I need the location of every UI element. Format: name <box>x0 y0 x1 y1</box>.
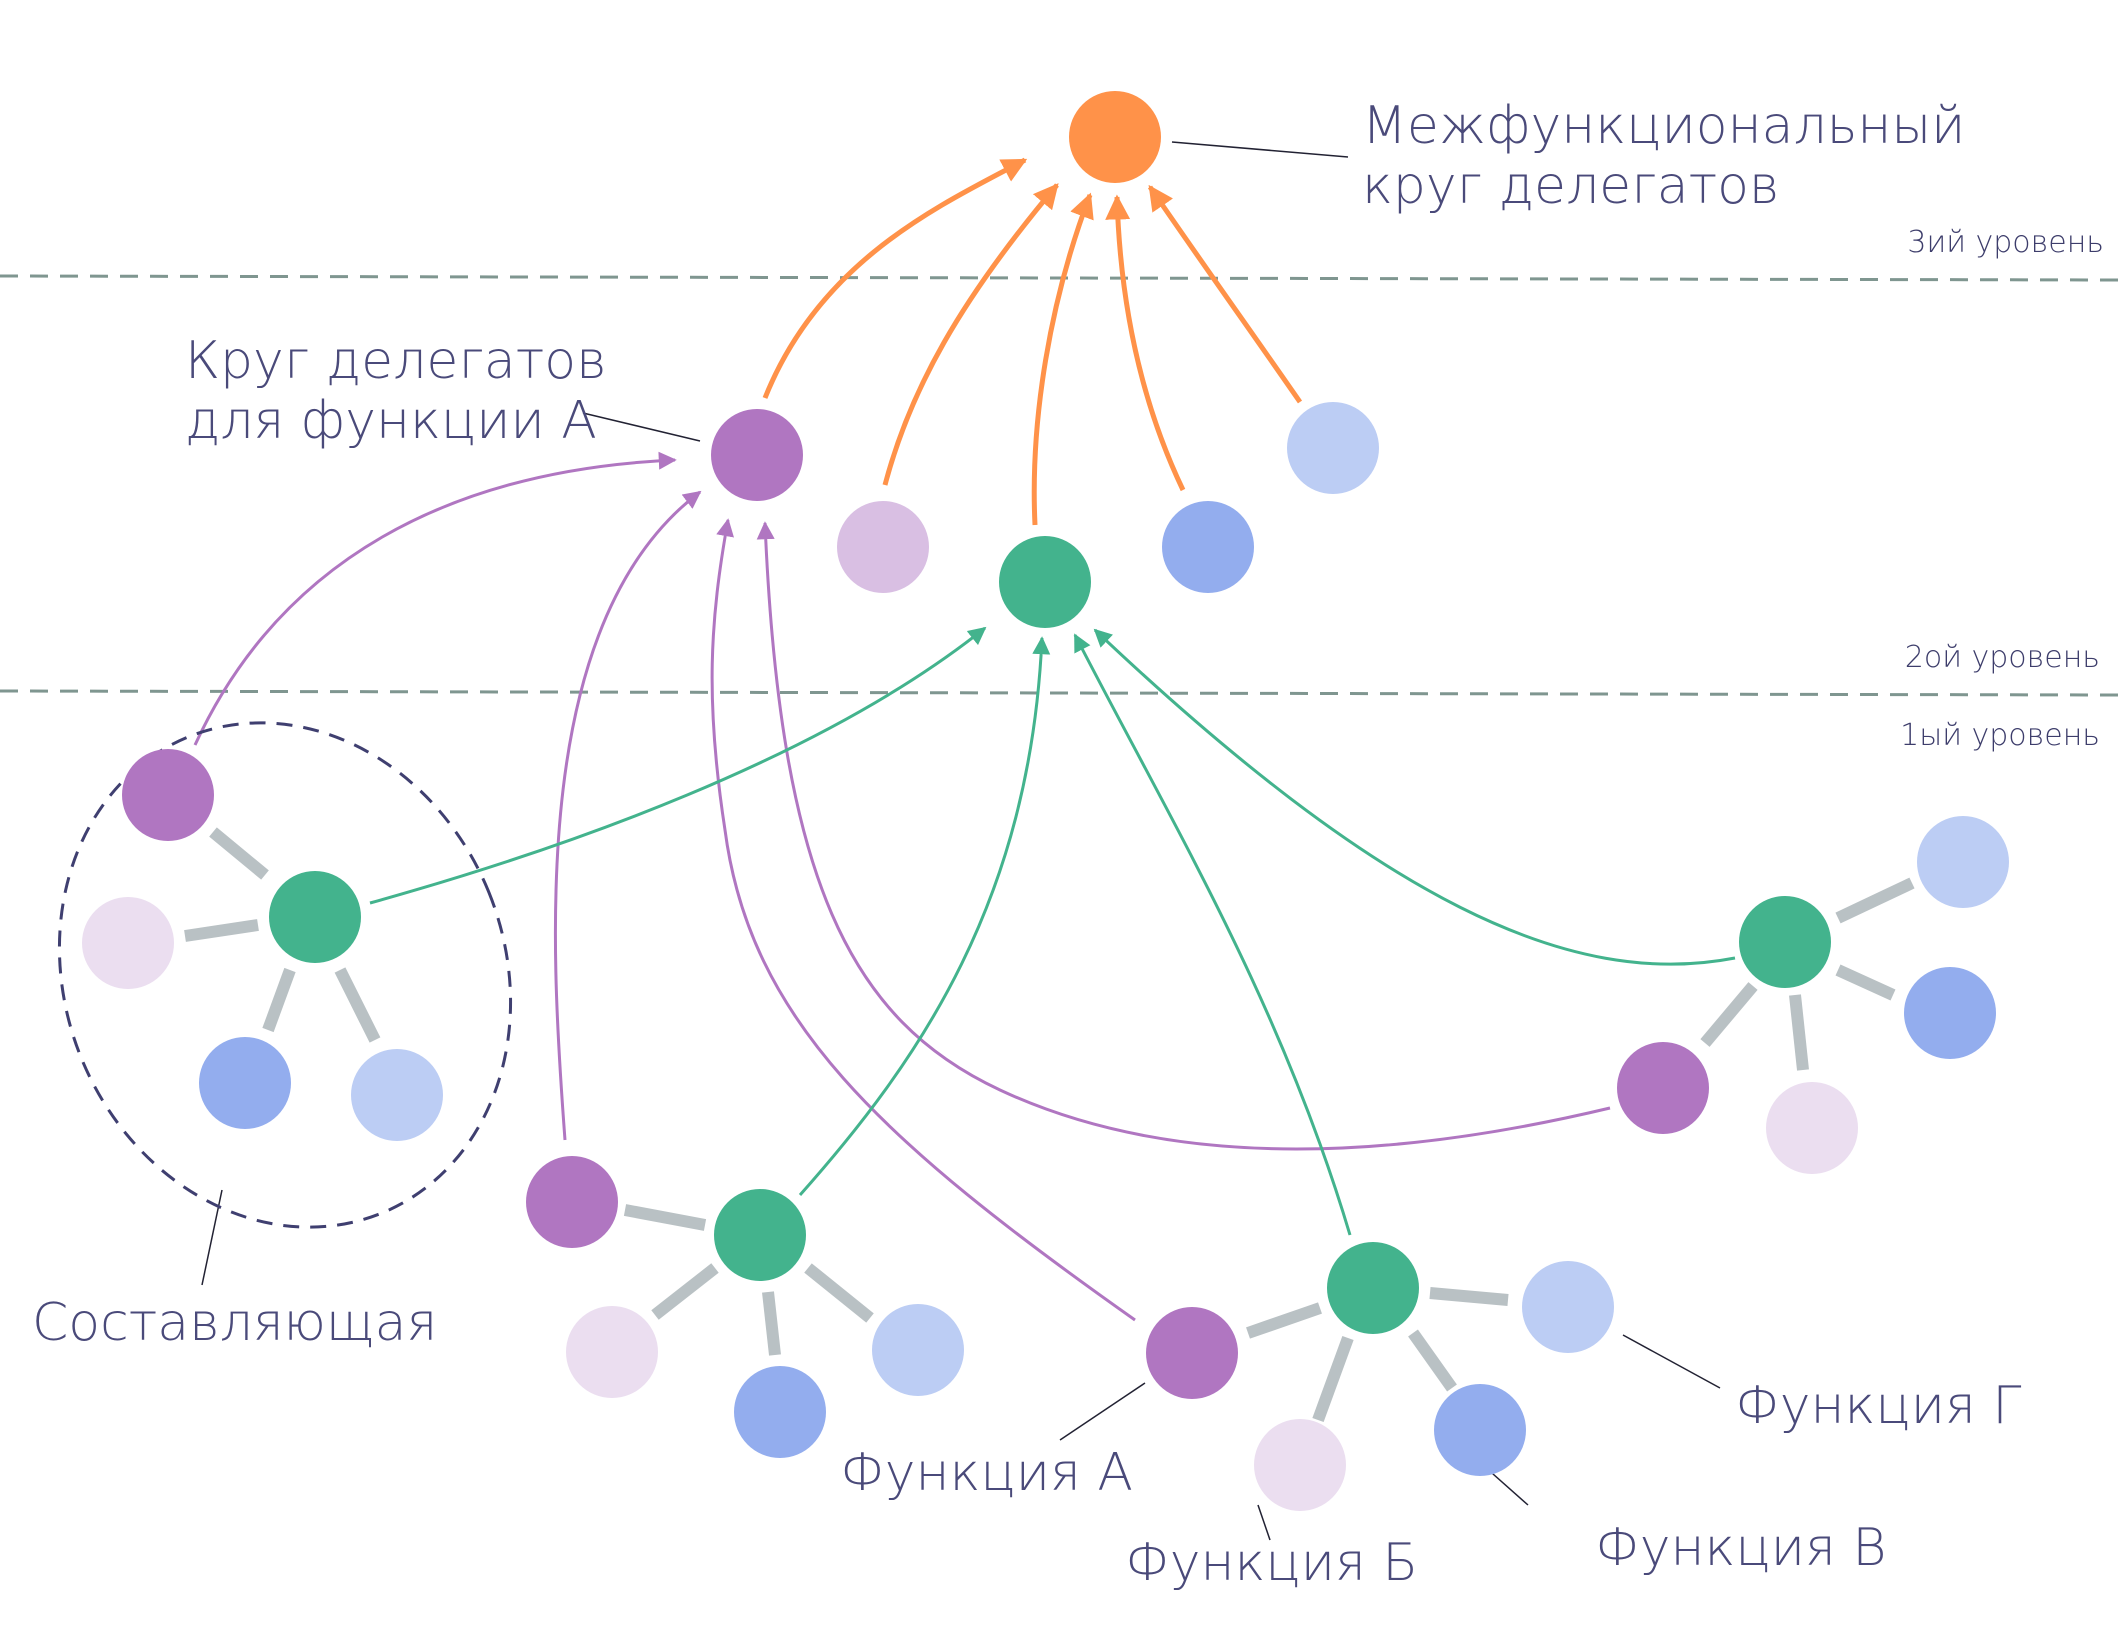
right-cluster-green-node <box>1739 896 1831 988</box>
level2-label: 2ой уровень <box>1905 640 2100 675</box>
right-bottom-blue-node <box>1434 1384 1526 1476</box>
component-dashed-circle <box>57 721 513 1229</box>
function-b-label: Функция Б <box>1125 1533 1418 1593</box>
level2-divider <box>0 689 2120 697</box>
cross-function-label-line1: Межфункциональный <box>1362 96 1965 156</box>
left-cluster-purple-node <box>122 749 214 841</box>
function-a-label: Функция А <box>840 1443 1133 1503</box>
labels: Межфункциональный круг делегатов Круг де… <box>32 96 2104 1593</box>
left-cluster-blue-node <box>199 1037 291 1129</box>
mid-cluster-lightblue-node <box>872 1304 964 1396</box>
right-bottom-lightblue-node <box>1522 1261 1614 1353</box>
left-cluster-pale-node <box>82 897 174 989</box>
function-g-delegate-node <box>1287 402 1379 494</box>
right-bottom-pale-node <box>1254 1419 1346 1511</box>
function-v-label: Функция В <box>1595 1518 1886 1578</box>
mid-cluster-purple-node <box>526 1156 618 1248</box>
right-cluster-lightblue-node <box>1917 816 2009 908</box>
right-cluster-blue-node <box>1904 967 1996 1059</box>
right-bottom-green-node <box>1327 1242 1419 1334</box>
function-a-delegate-node <box>711 409 803 501</box>
component-delegate-node <box>999 536 1091 628</box>
nodes <box>82 91 2009 1511</box>
function-b-delegate-node <box>837 501 929 593</box>
mid-cluster-blue-node <box>734 1366 826 1458</box>
pointer-lines <box>201 141 1721 1541</box>
mid-cluster-pale-node <box>566 1306 658 1398</box>
component-label: Составляющая <box>32 1293 437 1353</box>
right-cluster-pale-node <box>1766 1082 1858 1174</box>
mid-cluster-green-node <box>714 1189 806 1281</box>
cross-function-label-line2: круг делегатов <box>1362 156 1779 216</box>
level1-label: 1ый уровень <box>1900 718 2100 753</box>
function-a-circle-label-line1: Круг делегатов <box>185 331 607 391</box>
function-v-delegate-node <box>1162 501 1254 593</box>
right-bottom-purple-node <box>1146 1307 1238 1399</box>
function-a-circle-label-line2: для функции А <box>185 391 597 451</box>
orange-arrows <box>762 157 1303 526</box>
green-arrows <box>369 626 1736 1236</box>
function-g-label: Функция Г <box>1735 1376 2021 1436</box>
level3-divider <box>0 274 2120 282</box>
left-cluster-lightblue-node <box>351 1049 443 1141</box>
right-cluster-purple-node <box>1617 1042 1709 1134</box>
level3-label: 3ий уровень <box>1907 225 2104 260</box>
left-cluster-green-node <box>269 871 361 963</box>
connector-bars <box>184 827 1915 1423</box>
cross-function-node <box>1069 91 1161 183</box>
purple-arrows <box>193 451 1611 1322</box>
